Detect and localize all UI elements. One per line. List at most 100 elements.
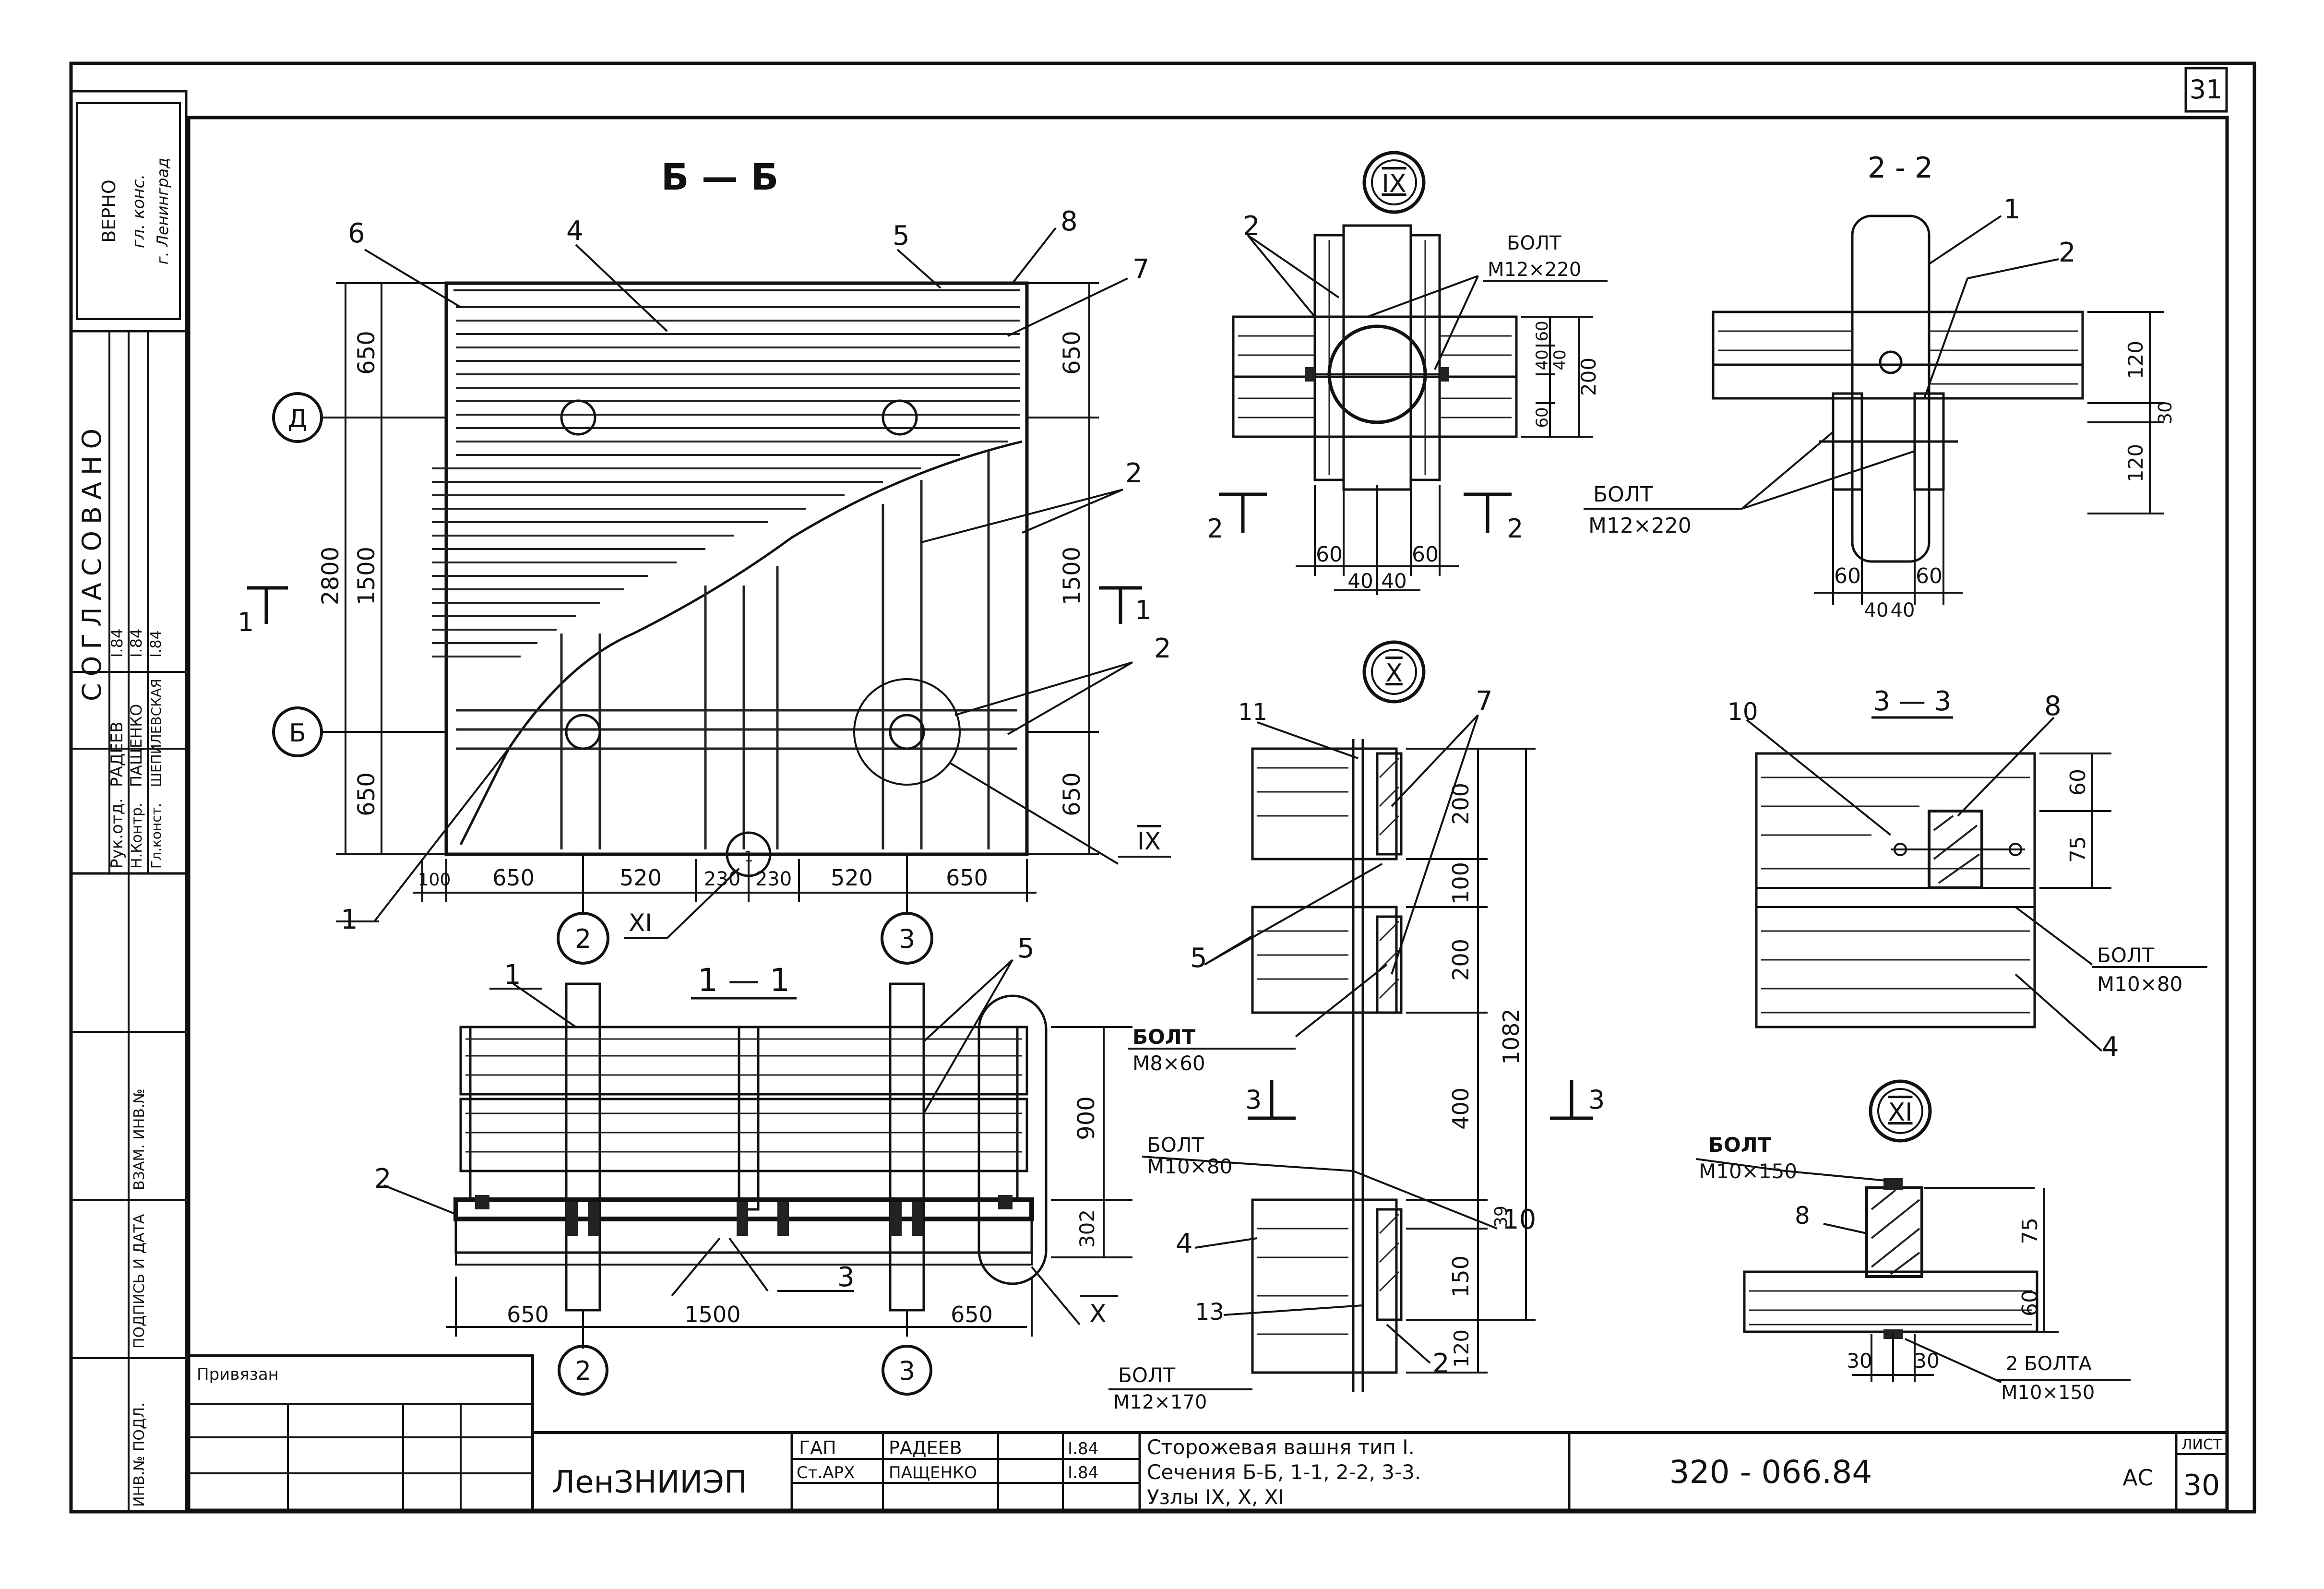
s22-dim-r2: 120 (2124, 444, 2147, 482)
left-strip: ВЕРНО гл. конс. г. Ленинград СОГЛАСОВАНО… (70, 90, 188, 1513)
s11-axis-2 (558, 1345, 608, 1396)
section-1-1: 1 — 1 (374, 933, 1132, 1396)
s11-dim-left: 650 (507, 1302, 549, 1327)
svg-text:РАДЕЕВ: РАДЕЕВ (107, 721, 127, 787)
bb-bot-dim-7: 650 (946, 865, 988, 891)
node-x-label: X (1385, 659, 1403, 688)
s11-axis-3-label: 3 (899, 1356, 915, 1386)
node-ix-bolt: БОЛТ (1507, 232, 1561, 254)
s11-node-ref-x: X (1089, 1300, 1107, 1328)
bb-callout-6: 6 (348, 218, 365, 249)
node-ix-dim-r3: 40 (1550, 349, 1570, 370)
node-x-bolt-b: БОЛТ (1147, 1133, 1204, 1157)
stamp-line-1: ВЕРНО (98, 179, 119, 242)
node-ix-cut-left: 2 (1207, 514, 1223, 544)
org-name: ЛенЗНИИЭП (552, 1465, 747, 1500)
node-x-callout-13: 13 (1195, 1299, 1224, 1326)
tb-title-3: Узлы IX, X, XI (1147, 1485, 1284, 1509)
bb-dim-left-bot: 650 (353, 772, 380, 816)
node-xi-dim-60: 60 (2018, 1290, 2042, 1316)
node-xi-bolt-bot-size: М10×150 (2001, 1382, 2095, 1404)
node-x-callout-4: 4 (1176, 1228, 1193, 1259)
node-ix-dim-200: 200 (1577, 358, 1600, 396)
stamp-line-2: гл. конс. (129, 174, 148, 248)
node-x-cut-left: 3 (1245, 1085, 1262, 1115)
node-x-bolt-a: БОЛТ (1132, 1025, 1196, 1049)
s11-callout-1: 1 (504, 959, 521, 991)
tb-date-2: I.84 (1068, 1463, 1098, 1482)
node-xi-dim-75: 75 (2018, 1218, 2042, 1244)
bb-bot-dim-2: 650 (492, 865, 535, 891)
s11-callout-2: 2 (374, 1163, 392, 1195)
board-hatching (432, 306, 1020, 657)
node-ix-label: IX (1382, 169, 1406, 198)
node-x-callout-5: 5 (1190, 943, 1207, 974)
axis-d-label: Д (288, 405, 308, 433)
node-ix-dim-r2: 40 (1533, 349, 1552, 370)
tb-sheet-label: ЛИСТ (2181, 1436, 2222, 1453)
tb-date-1: I.84 (1068, 1439, 1098, 1458)
s22-dim-b3: 40 (1864, 599, 1889, 621)
svg-text:ШЕПИЛЕВСКАЯ: ШЕПИЛЕВСКАЯ (148, 679, 164, 787)
node-x-bolt-c: БОЛТ (1118, 1363, 1175, 1387)
s33-title: 3 — 3 (1873, 686, 1952, 717)
axis-bubble-b (272, 706, 323, 757)
bb-callout-4: 4 (566, 215, 584, 247)
node-xi-dim-b2: 30 (1914, 1349, 1939, 1373)
bb-bot-dim-5: 230 (755, 868, 792, 890)
s11-callout-5: 5 (1017, 933, 1035, 964)
s22-title: 2 - 2 (1868, 151, 1933, 185)
s33-bolt: БОЛТ (2097, 944, 2154, 967)
node-xi-callout-8: 8 (1795, 1202, 1810, 1230)
axis-b-label: Б (289, 719, 306, 748)
svg-text:I.84: I.84 (127, 629, 145, 657)
bb-dim-left-mid: 1500 (353, 547, 380, 605)
axis-bubble-d (272, 392, 323, 443)
bb-dim-left-top: 650 (353, 331, 380, 375)
svg-text:ПАЩЕНКО: ПАЩЕНКО (127, 704, 145, 787)
view-bb: Б — Б (238, 155, 1171, 965)
s11-title: 1 — 1 (698, 962, 790, 999)
axis-bubble-3 (881, 912, 933, 965)
bb-callout-5: 5 (893, 220, 910, 251)
node-x-cut-right: 3 (1588, 1085, 1605, 1115)
bb-title: Б — Б (661, 155, 779, 198)
node-x-dim-1: 200 (1448, 783, 1474, 825)
s22-callout-1: 1 (2003, 194, 2021, 225)
s11-dim-302: 302 (1075, 1209, 1099, 1248)
tb-role-2: Ст.АРХ (797, 1463, 855, 1482)
s22-callout-2: 2 (2059, 237, 2076, 268)
node-ix-dim-r1: 60 (1533, 321, 1552, 341)
node-xi-label: XI (1888, 1098, 1913, 1127)
node-x-callout-2: 2 (1432, 1348, 1450, 1379)
node-xi: XI БОЛТ М10×150 8 75 60 30 (1696, 1079, 2131, 1404)
tb-sheet-no: 30 (2183, 1469, 2220, 1502)
axis-bubble-2 (557, 912, 609, 965)
bb-dim-right-bot: 650 (1059, 772, 1085, 816)
stamp-line-3: г. Ленинград (154, 158, 172, 264)
title-block: Привязан ЛенЗНИИЭП ГАП РАДЕЕВ I.84 Ст.АР… (187, 1354, 2229, 1513)
tb-title-2: Сечения Б-Б, 1-1, 2-2, 3-3. (1147, 1460, 1421, 1484)
svg-text:I.84: I.84 (148, 630, 165, 657)
node-x-dim-3: 200 (1448, 939, 1474, 981)
s11-callout-3: 3 (837, 1262, 855, 1293)
tb-stage: АС (2122, 1465, 2153, 1491)
bb-dim-total: 2800 (317, 547, 344, 605)
bb-bot-dim-3: 520 (620, 865, 662, 891)
bb-dim-right-mid: 1500 (1059, 547, 1085, 605)
node-xi-dim-b1: 30 (1847, 1349, 1872, 1373)
node-ix-dim-b2: 60 (1412, 542, 1439, 567)
section-2-2: 2 - 2 1 2 БОЛТ М12×220 (1584, 151, 2176, 621)
col-inv: ИНВ.№ ПОДЛ. (131, 1402, 148, 1507)
node-x-callout-10: 10 (1502, 1204, 1536, 1235)
s11-dim-900: 900 (1073, 1096, 1100, 1140)
s22-bolt-size: М12×220 (1588, 514, 1692, 538)
node-ix-dim-b3: 40 (1347, 569, 1373, 593)
privyazan-label: Привязан (197, 1365, 279, 1384)
bb-bot-dim-6: 520 (831, 865, 873, 891)
bb-cut-1-right: 1 (1135, 595, 1151, 625)
tb-code: 320 - 066.84 (1669, 1454, 1872, 1491)
bb-callout-2a: 2 (1125, 458, 1143, 489)
